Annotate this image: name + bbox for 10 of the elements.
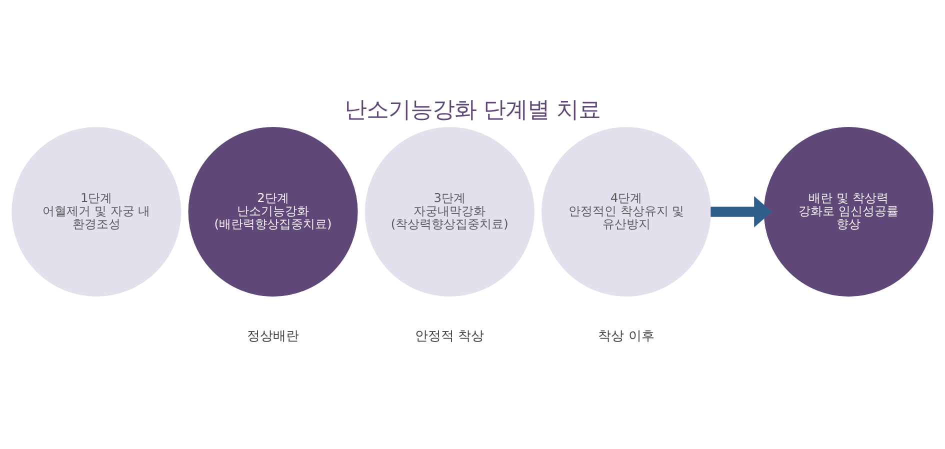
label: 착상 이후 — [598, 328, 654, 344]
node-circle: 배란 및 착상력 강화로 임신성공률 향상 — [764, 126, 934, 296]
arrow — [710, 196, 772, 227]
node-circle: 2단계 난소기능강화 (배란력향상집중치료) — [188, 126, 358, 296]
label: 정상배란 — [247, 328, 300, 344]
node-circle: 4단계 안정적인 착상유지 및 유산방지 — [542, 126, 712, 296]
diagram-title: 난소기능강화 단계별 치료 — [344, 96, 601, 122]
label: 안정적 착상 — [415, 328, 484, 344]
node-circle: 1단계 어혈제거 및 자궁 내 환경조성 — [12, 126, 182, 296]
node-circle: 3단계 자궁내막강화 (착상력향상집중치료) — [364, 126, 534, 296]
